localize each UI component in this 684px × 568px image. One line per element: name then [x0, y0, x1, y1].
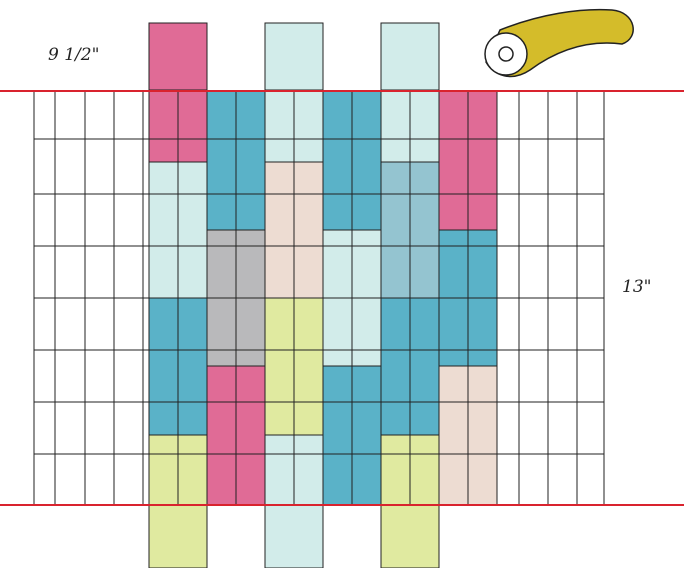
- strip-overhang-bottom-1: [149, 505, 207, 568]
- height-label: 13": [622, 277, 651, 297]
- rotary-cutter-icon: [485, 10, 633, 77]
- strip-overhang-bottom-3: [265, 505, 323, 568]
- strip-overhang-top-1: [149, 23, 207, 90]
- strip-overhang-bottom-5: [381, 505, 439, 568]
- width-label: 9 1/2": [48, 45, 99, 65]
- strip-overhang-top-3: [265, 23, 323, 90]
- strip-overhang-top-5: [381, 23, 439, 90]
